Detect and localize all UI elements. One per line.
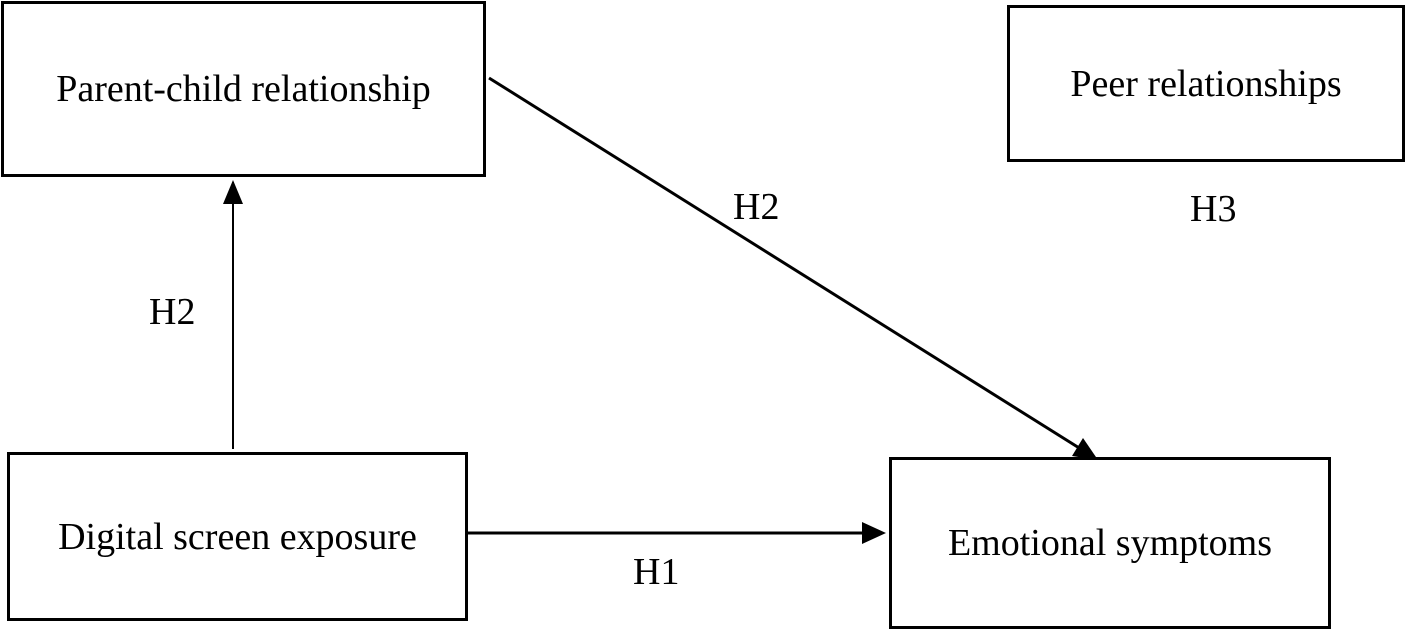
hypothesis-label-h1: H1 [633,551,680,593]
node-label-emotional: Emotional symptoms [947,522,1273,564]
node-emotional-symptoms: Emotional symptoms [889,457,1331,629]
arrow-parent-to-emotion [488,76,1085,453]
node-parent-child-relationship: Parent-child relationship [1,1,486,177]
arrowhead-parent-to-emotion [1072,438,1098,460]
arrowhead-screen-to-emotion [862,522,886,544]
hypothesis-label-h2-right: H2 [733,186,780,228]
node-label-screen: Digital screen exposure [58,515,417,558]
hypothesis-label-h2-left: H2 [149,291,196,333]
arrowhead-screen-to-parent [223,180,243,204]
node-digital-screen-exposure: Digital screen exposure [7,452,468,621]
hypothesis-label-h3: H3 [1190,188,1237,230]
node-peer-relationships: Peer relationships [1007,5,1405,162]
node-label-peer: Peer relationships [1070,62,1342,105]
node-label-parent-child: Parent-child relationship [56,68,431,110]
